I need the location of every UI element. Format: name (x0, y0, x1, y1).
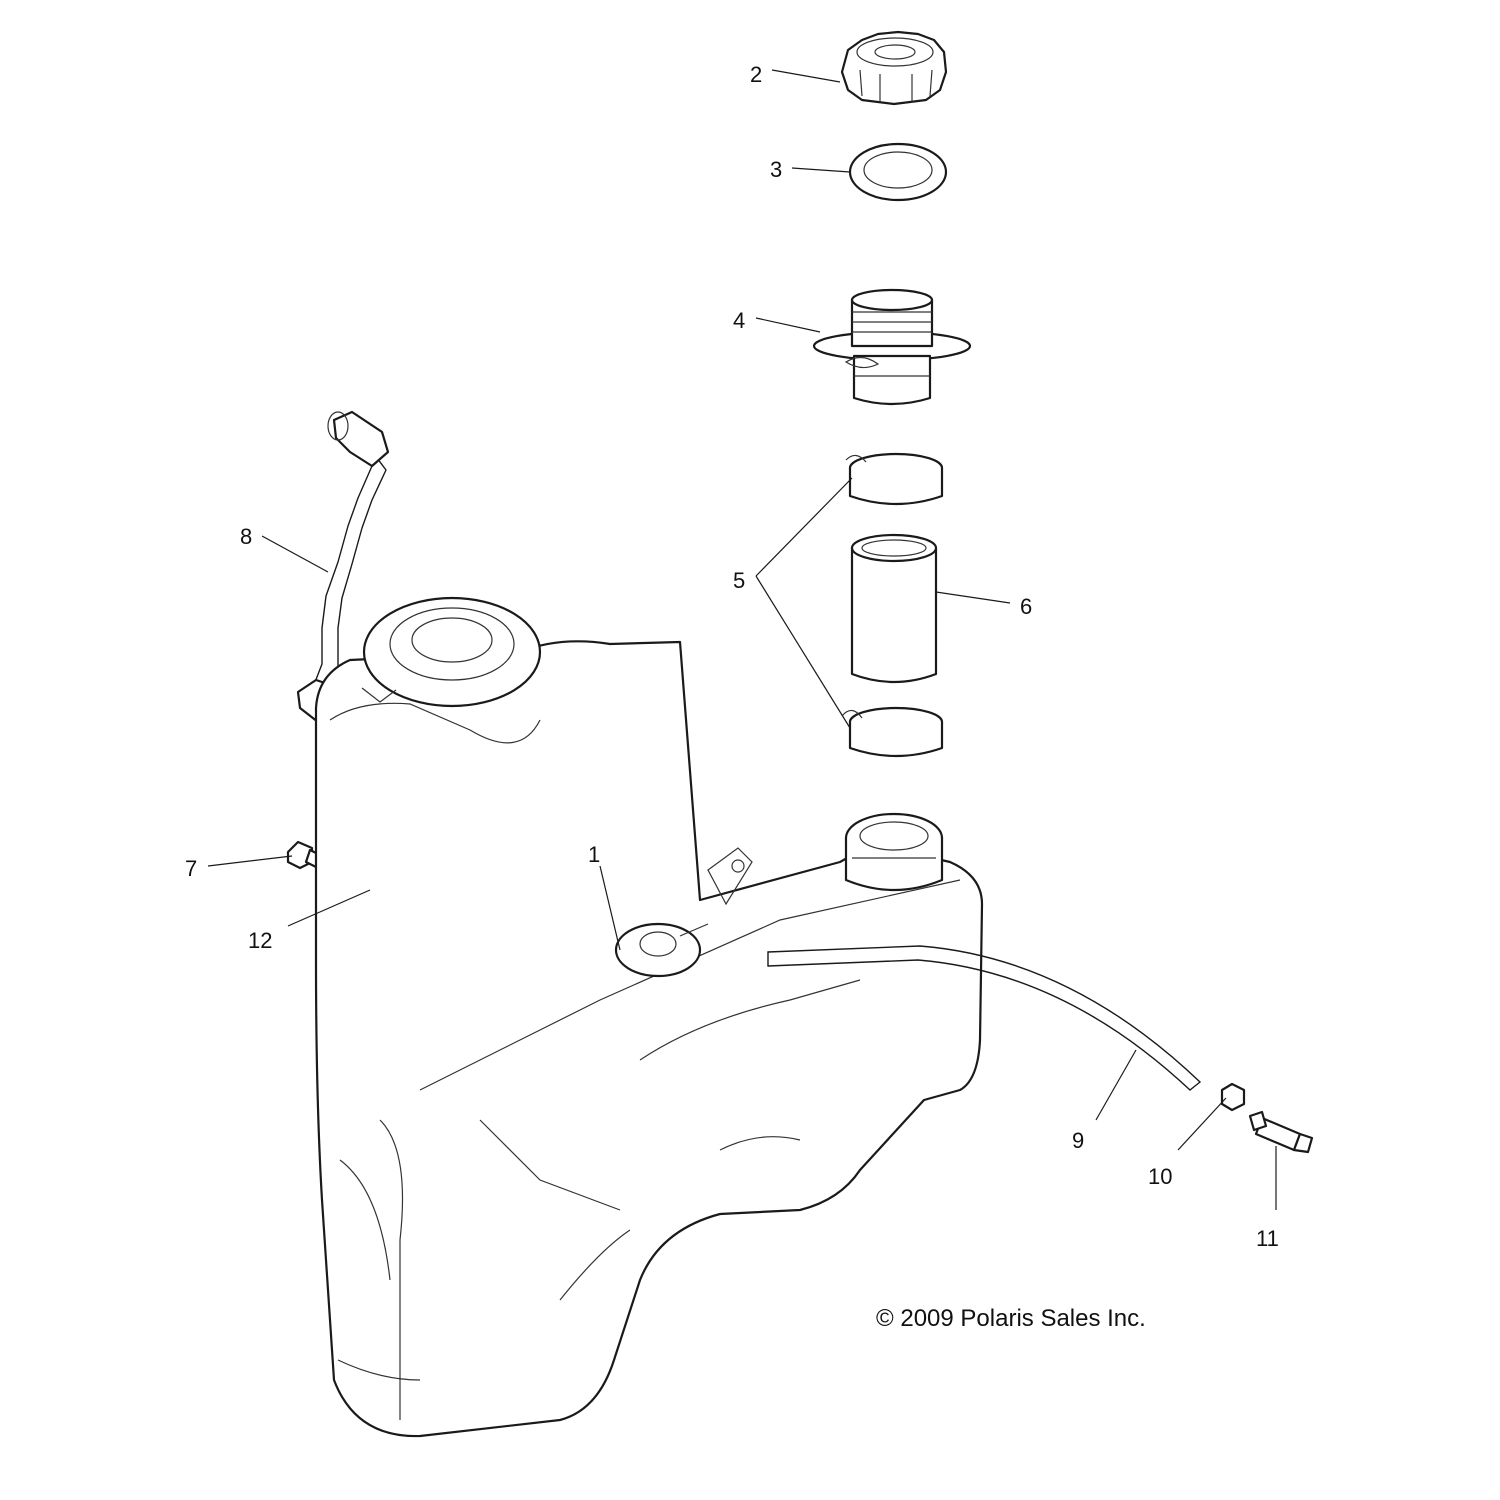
leader-4 (755, 317, 821, 333)
leader-8 (261, 535, 329, 573)
hose-clamp-lower (841, 706, 944, 758)
leader-12 (287, 889, 371, 927)
check-valve (1248, 1110, 1314, 1154)
callout-5: 5 (733, 568, 745, 593)
leader-lines (207, 69, 1277, 1210)
fuel-cap (840, 30, 948, 106)
filler-hose (850, 533, 938, 684)
copyright-notice: © 2009 Polaris Sales Inc. (876, 1305, 1146, 1332)
callout-2: 2 (750, 62, 762, 87)
callout-9: 9 (1072, 1128, 1084, 1153)
leader-7 (207, 855, 293, 867)
leader-9 (1095, 1049, 1137, 1121)
callout-7: 7 (185, 856, 197, 881)
leader-3 (791, 167, 851, 173)
callout-11: 11 (1256, 1226, 1279, 1251)
callout-3: 3 (770, 157, 782, 182)
leader-5b (755, 575, 851, 729)
leader-6 (935, 591, 1011, 604)
callout-8: 8 (240, 524, 252, 549)
callout-1: 1 (588, 842, 600, 867)
cap-gasket (848, 142, 948, 202)
leader-1 (599, 865, 621, 951)
fuel-tank (314, 596, 984, 1438)
callout-12: 12 (248, 928, 272, 953)
vent-cap (1220, 1082, 1246, 1112)
hose-clamp-upper (845, 452, 944, 506)
leader-2 (771, 69, 841, 83)
leader-5a (755, 477, 853, 577)
callout-10: 10 (1148, 1164, 1172, 1189)
vent-tube (767, 945, 1201, 1091)
callout-4: 4 (733, 308, 745, 333)
leader-10 (1177, 1097, 1227, 1151)
filler-neck-adapter (812, 288, 972, 406)
callout-6: 6 (1020, 594, 1032, 619)
